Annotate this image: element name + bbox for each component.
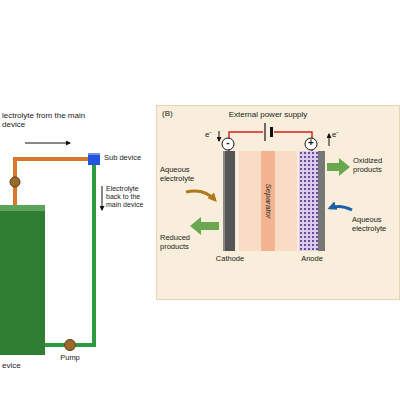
node-label: Cathode bbox=[216, 255, 244, 264]
electrolyte-arrow bbox=[330, 206, 352, 210]
electrolyte-arrow bbox=[186, 191, 215, 200]
separator-band: Separator bbox=[239, 151, 297, 251]
terminal-circle bbox=[222, 138, 234, 150]
product-arrow bbox=[327, 158, 350, 176]
battery-symbol bbox=[264, 123, 265, 141]
panel-background bbox=[156, 105, 400, 300]
node-label: Sub device bbox=[104, 154, 141, 163]
node-label: Anode bbox=[301, 255, 323, 264]
main-device-box: evice bbox=[0, 205, 45, 355]
annotation: Aqueous electrolyte bbox=[352, 216, 398, 233]
anode-plate: Anode bbox=[299, 151, 325, 251]
node-label: evice bbox=[2, 361, 21, 370]
small-pump bbox=[10, 177, 20, 187]
electrolyte-pipe bbox=[76, 165, 94, 345]
electrolyte-pipe bbox=[15, 159, 88, 205]
battery-gap bbox=[263, 123, 274, 141]
flow-arrow bbox=[25, 143, 70, 144]
terminal-sign: - bbox=[222, 137, 234, 149]
node-label: Separator bbox=[263, 183, 272, 218]
electron-arrow bbox=[329, 134, 330, 146]
panel-b: CathodeSeparatorAnode(B) bbox=[156, 105, 400, 300]
terminal-sign: + bbox=[305, 137, 317, 149]
annotation: Oxidized products bbox=[353, 157, 398, 174]
terminal-circle bbox=[305, 138, 317, 150]
annotation: Reduced products bbox=[160, 234, 210, 251]
electron-arrow bbox=[219, 131, 220, 141]
battery-symbol bbox=[270, 127, 273, 137]
annotation: Aqueous electrolyte bbox=[160, 166, 206, 183]
electron-label: e⁻ bbox=[332, 130, 344, 139]
annotation: External power supply bbox=[218, 110, 318, 119]
electrolyte-pipe bbox=[45, 343, 64, 347]
annotation: Electrolyte back to the main device bbox=[106, 185, 154, 209]
annotation: lectrolyte from the main device bbox=[2, 111, 86, 129]
electron-label: e⁻ bbox=[205, 130, 217, 139]
sub-device-cube: Sub device bbox=[88, 153, 100, 165]
node-label: Pump bbox=[60, 354, 80, 363]
flow-arrow bbox=[102, 186, 103, 210]
pump-symbol: Pump bbox=[64, 339, 76, 351]
node-label: (B) bbox=[162, 109, 173, 118]
product-arrow bbox=[190, 217, 219, 235]
cathode-plate: Cathode bbox=[223, 151, 235, 251]
